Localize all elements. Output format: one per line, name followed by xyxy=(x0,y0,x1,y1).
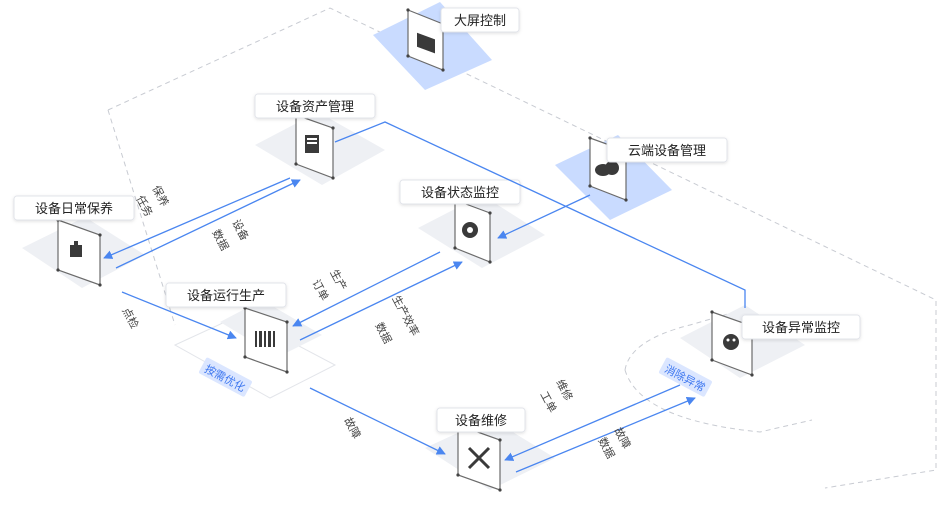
flow-lines xyxy=(103,121,746,473)
edge-prod-order-1: 生产 xyxy=(327,267,350,293)
edge-fault-data-1: 故障 xyxy=(611,425,634,451)
barcode-icon xyxy=(255,331,275,347)
oil-can-icon xyxy=(70,241,82,257)
big-screen-label-pill xyxy=(440,7,520,33)
status-monitor-label: 设备状态监控 xyxy=(421,185,499,201)
daily-maint-label: 设备日常保养 xyxy=(35,201,113,217)
exception-label: 设备异常监控 xyxy=(762,320,840,336)
edge-device-data-2: 数据 xyxy=(209,227,232,253)
edge-fault-data-2: 数据 xyxy=(595,435,618,461)
edge-maint-task-2: 任务 xyxy=(133,193,155,219)
document-chart-icon xyxy=(305,135,319,153)
flow-monitor-to-operation xyxy=(292,251,441,327)
edge-prod-order-2: 订单 xyxy=(309,277,331,303)
node-cloud-mgmt[interactable]: 云端设备管理 xyxy=(555,135,728,220)
repair-label: 设备维修 xyxy=(455,413,507,429)
edge-repair-order-1: 维修 xyxy=(553,377,576,403)
node-operation[interactable]: 设备运行生产 按需优化 xyxy=(165,282,337,399)
node-repair[interactable]: 设备维修 xyxy=(425,407,555,492)
flow-daily-to-operation xyxy=(121,291,237,340)
flow-daily-to-asset xyxy=(115,179,301,269)
node-asset-mgmt[interactable]: 设备资产管理 xyxy=(254,93,385,185)
big-screen-label: 大屏控制 xyxy=(454,14,506,29)
edge-repair-order-2: 工单 xyxy=(537,389,559,415)
node-exception[interactable]: 设备异常监控 消除异常 xyxy=(658,305,861,397)
cloud-mgmt-label: 云端设备管理 xyxy=(628,143,706,159)
edge-prod-eff-1: 生产效率 xyxy=(389,293,422,338)
outer-dashed-boundary xyxy=(107,7,937,489)
flow-repair-to-exception xyxy=(515,396,696,473)
node-status-monitor[interactable]: 设备状态监控 xyxy=(399,179,545,268)
asset-mgmt-label-pill xyxy=(254,93,376,119)
cloud-icon xyxy=(595,161,619,176)
daily-maint-label-pill xyxy=(13,195,135,221)
flow-asset-to-exception xyxy=(334,121,746,308)
status-monitor-label-pill xyxy=(399,179,521,205)
edge-prod-eff-2: 数据 xyxy=(372,320,395,346)
repair-label-pill xyxy=(436,407,526,433)
node-big-screen[interactable]: 大屏控制 xyxy=(373,2,520,90)
gauge-icon xyxy=(462,222,478,238)
wrench-screwdriver-icon xyxy=(467,446,491,470)
edge-fault: 故障 xyxy=(341,415,364,441)
flow-asset-to-daily xyxy=(103,177,291,259)
flow-operation-to-monitor xyxy=(299,261,463,341)
edge-device-data-1: 设备 xyxy=(229,217,252,243)
exception-label-pill xyxy=(741,314,861,340)
alert-face-icon xyxy=(723,334,739,350)
node-daily-maint[interactable]: 设备日常保养 xyxy=(13,195,145,288)
edge-maint-task-1: 保养 xyxy=(149,183,172,209)
operation-label-pill xyxy=(165,282,287,308)
asset-mgmt-label: 设备资产管理 xyxy=(276,99,354,115)
dashboard-screen-icon xyxy=(417,32,435,54)
edge-spot-check: 点检 xyxy=(119,305,142,331)
flow-operation-to-repair xyxy=(309,387,446,455)
operation-label: 设备运行生产 xyxy=(187,288,265,304)
cloud-mgmt-label-pill xyxy=(606,137,728,163)
flow-cloud-to-monitor xyxy=(497,194,591,239)
flow-exception-to-repair xyxy=(504,384,681,461)
